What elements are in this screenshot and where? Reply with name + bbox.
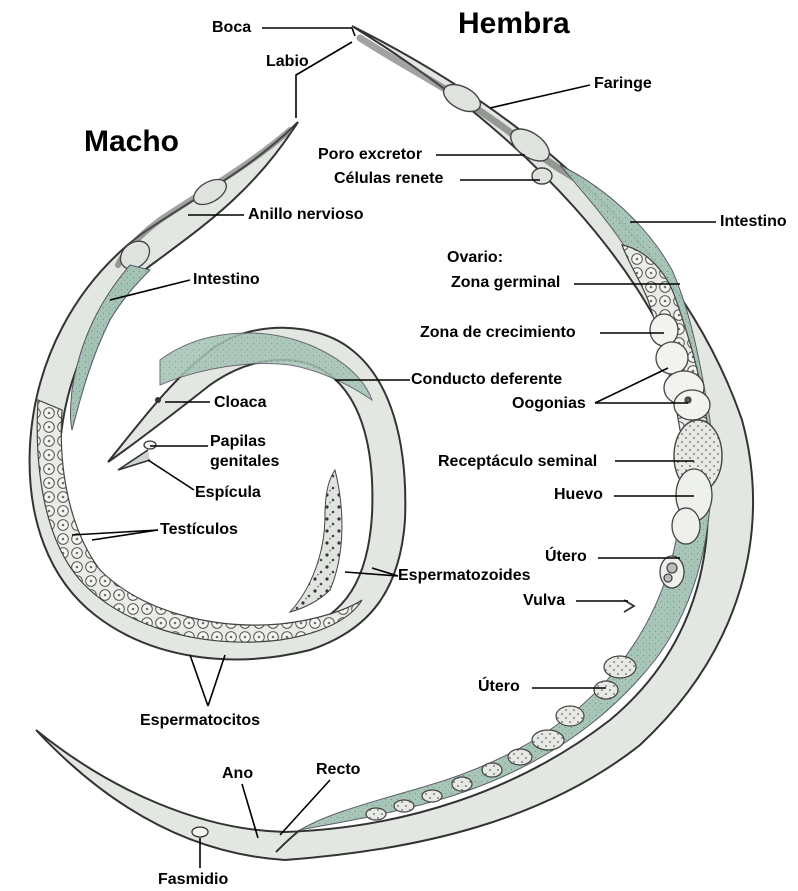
- male-worm: [30, 122, 406, 659]
- label-zona-crecimiento: Zona de crecimiento: [420, 324, 576, 342]
- male-title: Macho: [84, 126, 179, 158]
- label-recto: Recto: [316, 761, 360, 779]
- female-phasmid: [192, 827, 208, 837]
- label-oogonias: Oogonias: [512, 395, 586, 413]
- label-utero-2: Útero: [478, 678, 520, 696]
- female-title: Hembra: [458, 8, 570, 40]
- label-cloaca: Cloaca: [214, 394, 266, 412]
- label-genitales: genitales: [210, 453, 279, 471]
- label-espicula: Espícula: [195, 484, 261, 502]
- label-conducto-deferente: Conducto deferente: [411, 371, 562, 389]
- male-spermatozoa: [290, 470, 342, 612]
- label-zona-germinal: Zona germinal: [451, 274, 560, 292]
- label-ovario: Ovario:: [447, 249, 503, 267]
- label-faringe: Faringe: [594, 75, 652, 93]
- female-renette-cell: [532, 168, 552, 184]
- label-papilas: Papilas: [210, 433, 266, 451]
- male-papillae: [144, 441, 156, 449]
- label-huevo: Huevo: [554, 486, 603, 504]
- label-intestino-male: Intestino: [193, 271, 260, 289]
- label-intestino-female: Intestino: [720, 213, 787, 231]
- male-cloaca-mark: [155, 397, 161, 403]
- label-ano: Ano: [222, 765, 253, 783]
- label-espermatozoides: Espermatozoides: [398, 567, 530, 585]
- male-spicule: [118, 450, 150, 470]
- label-poro-excretor: Poro excretor: [318, 146, 422, 164]
- label-receptaculo: Receptáculo seminal: [438, 453, 597, 471]
- label-fasmidio: Fasmidio: [158, 871, 228, 889]
- label-espermatocitos: Espermatocitos: [140, 712, 260, 730]
- label-testiculos: Testículos: [160, 521, 238, 539]
- label-boca: Boca: [212, 19, 251, 37]
- label-vulva: Vulva: [523, 592, 565, 610]
- label-anillo-nervioso: Anillo nervioso: [248, 206, 364, 224]
- label-labio: Labio: [266, 53, 309, 71]
- label-celulas-renete: Células renete: [334, 170, 443, 188]
- label-utero-1: Útero: [545, 548, 587, 566]
